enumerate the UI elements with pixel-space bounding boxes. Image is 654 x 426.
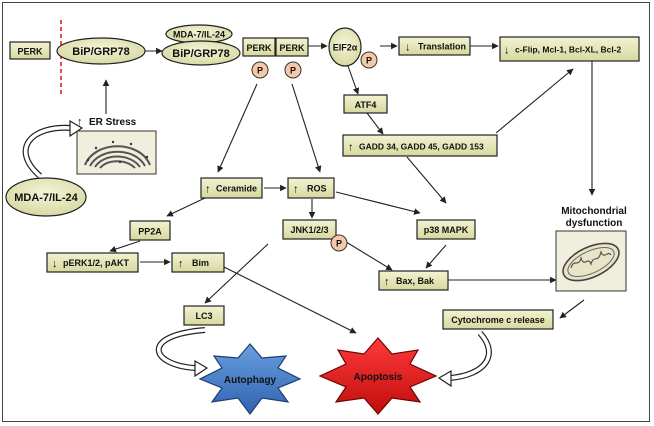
ros-label: ROS xyxy=(307,184,327,194)
node-cflip: ↓ c-Flip, Mcl-1, Bcl-XL, Bcl-2 xyxy=(499,36,640,62)
node-bip-right: BiP/GRP78 xyxy=(161,40,241,66)
gadd-label: GADD 34, GADD 45, GADD 153 xyxy=(359,142,484,152)
arrow-ros-to-p38 xyxy=(335,191,421,215)
cytc-label: Cytochrome c release xyxy=(451,315,545,325)
svg-text:↑: ↑ xyxy=(205,184,211,196)
phospho-eif2a: P xyxy=(360,51,378,69)
perk-akt-label: pERK1/2, pAKT xyxy=(63,258,130,268)
phospho-jnk: P xyxy=(330,234,348,252)
eif2a-label: EIF2α xyxy=(333,43,358,53)
node-perk-akt: ↓ pERK1/2, pAKT xyxy=(46,252,139,273)
er-stress-arrow: ↑ xyxy=(77,116,83,128)
lc3-label: LC3 xyxy=(195,311,212,321)
node-autophagy: Autophagy xyxy=(198,343,302,415)
mda-bip-label: MDA-7/IL-24 xyxy=(173,30,225,40)
translation-label: Translation xyxy=(418,42,466,52)
perk-a-label: PERK xyxy=(246,43,272,53)
node-perk-a: PERK xyxy=(242,37,276,57)
perk-left-label: PERK xyxy=(17,47,43,57)
node-ros: ↑ ROS xyxy=(287,177,335,199)
node-lc3: LC3 xyxy=(183,305,225,326)
svg-text:P: P xyxy=(257,66,263,76)
bax-label: Bax, Bak xyxy=(396,276,435,286)
arrow-pp2a-to-perkakt xyxy=(109,240,141,253)
p38-label: p38 MAPK xyxy=(424,225,469,235)
node-apoptosis: Apoptosis xyxy=(318,337,438,415)
node-p38: p38 MAPK xyxy=(416,219,476,240)
atf4-label: ATF4 xyxy=(355,100,377,110)
phospho-perk-b: P xyxy=(284,61,302,79)
mito-dysfunction-label-2: dysfunction xyxy=(566,218,623,229)
arrow-perk-to-ceramide xyxy=(217,83,258,173)
bim-label: Bim xyxy=(192,258,209,268)
apoptosis-label: Apoptosis xyxy=(354,372,403,383)
svg-text:↓: ↓ xyxy=(504,45,510,57)
node-mda-bip: MDA-7/IL-24 xyxy=(165,24,233,44)
arrow-mito-to-cytc xyxy=(559,299,585,319)
svg-text:↑: ↑ xyxy=(178,258,184,270)
mitochondrion-illustration xyxy=(555,230,627,292)
er-stress-label: ER Stress xyxy=(89,117,137,128)
node-cytc: Cytochrome c release xyxy=(442,309,554,330)
node-atf4: ATF4 xyxy=(343,94,388,114)
mda-main-label: MDA-7/IL-24 xyxy=(14,192,78,204)
svg-text:↑: ↑ xyxy=(348,142,354,154)
arrow-gadd-to-p38 xyxy=(406,156,447,204)
autophagy-label: Autophagy xyxy=(224,375,277,386)
bip-left-label: BiP/GRP78 xyxy=(72,46,129,58)
svg-text:↓: ↓ xyxy=(52,258,58,270)
arrow-eif2a-to-atf4 xyxy=(347,65,360,95)
node-ceramide: ↑ Ceramide xyxy=(200,177,263,199)
node-perk-b: PERK xyxy=(275,37,309,57)
svg-text:↑: ↑ xyxy=(384,276,390,288)
node-bip-left: BiP/GRP78 xyxy=(56,37,146,65)
arrow-gadd-to-cflip xyxy=(495,68,574,134)
perk-b-label: PERK xyxy=(279,43,305,53)
bip-right-label: BiP/GRP78 xyxy=(172,48,229,60)
node-jnk: JNK1/2/3 xyxy=(282,219,337,240)
arrow-bim-to-apoptosis xyxy=(223,266,357,334)
cflip-label: c-Flip, Mcl-1, Bcl-XL, Bcl-2 xyxy=(515,45,622,55)
arrow-p38-to-bax xyxy=(425,244,447,269)
svg-text:P: P xyxy=(366,56,372,66)
node-bax: ↑ Bax, Bak xyxy=(378,270,449,291)
arrow-ceramide-to-pp2a xyxy=(166,196,208,217)
arrow-atf4-to-gadd xyxy=(366,112,384,135)
node-gadd: ↑ GADD 34, GADD 45, GADD 153 xyxy=(342,134,498,157)
svg-text:↓: ↓ xyxy=(405,42,411,54)
pp2a-label: PP2A xyxy=(138,227,162,237)
node-eif2a: EIF2α xyxy=(328,27,362,67)
phospho-perk-a: P xyxy=(251,61,269,79)
arrow-perk-to-ros xyxy=(291,83,322,173)
node-translation: ↓ Translation xyxy=(398,36,471,56)
diagram-frame xyxy=(2,2,650,422)
node-mda-main: MDA-7/IL-24 xyxy=(5,177,87,217)
ceramide-label: Ceramide xyxy=(216,184,257,194)
svg-text:↑: ↑ xyxy=(293,184,299,196)
svg-text:P: P xyxy=(290,66,296,76)
node-pp2a: PP2A xyxy=(129,220,171,241)
mito-dysfunction-label-1: Mitochondrial xyxy=(561,206,627,217)
node-perk-left: PERK xyxy=(9,41,51,60)
jnk-label: JNK1/2/3 xyxy=(290,225,328,235)
er-illustration xyxy=(76,130,157,175)
svg-text:P: P xyxy=(336,239,342,249)
pathway-arrows xyxy=(22,42,596,388)
node-bim: ↑ Bim xyxy=(171,252,225,273)
